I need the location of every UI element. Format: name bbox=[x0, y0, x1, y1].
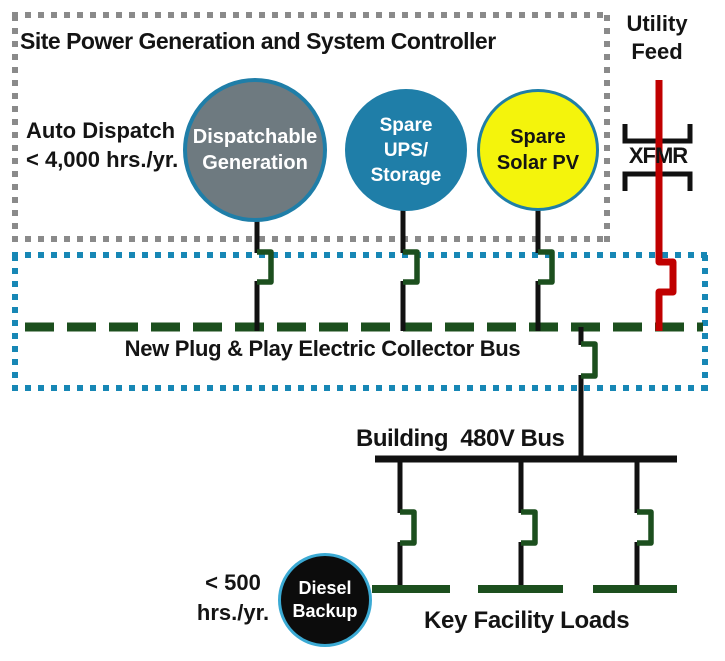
dispatchable-generation-node: Dispatchable Generation bbox=[183, 78, 327, 222]
spare-solar-pv-node: Spare Solar PV bbox=[477, 89, 599, 211]
spare-ups-storage-node: Spare UPS/ Storage bbox=[345, 89, 467, 211]
breaker-icon bbox=[400, 509, 417, 546]
breaker-icon bbox=[538, 249, 555, 285]
dispatchable-generation-label: Dispatchable Generation bbox=[192, 126, 318, 174]
spare-solar-pv-label: Spare Solar PV bbox=[496, 126, 580, 174]
diesel-backup-label: Diesel Backup bbox=[292, 578, 358, 621]
auto-dispatch-label: Auto Dispatch < 4,000 hrs./yr. bbox=[26, 118, 179, 172]
diesel-hours-label: < 500 hrs./yr. bbox=[196, 570, 270, 625]
collector-bus-dotted-box bbox=[12, 252, 708, 391]
key-facility-loads-label: Key Facility Loads bbox=[424, 607, 630, 634]
xfmr-label: XFMR bbox=[628, 143, 688, 168]
spare-ups-storage-label: Spare UPS/ Storage bbox=[370, 114, 442, 186]
diesel-backup-node: Diesel Backup bbox=[278, 553, 372, 647]
utility-feed-line bbox=[655, 80, 677, 331]
breaker-icon bbox=[521, 509, 538, 546]
breaker-icon bbox=[257, 249, 274, 285]
breaker-icon bbox=[637, 509, 654, 546]
collector-bus-label: New Plug & Play Electric Collector Bus bbox=[124, 336, 521, 361]
controller-title: Site Power Generation and System Control… bbox=[20, 28, 496, 54]
breaker-icon bbox=[403, 249, 420, 285]
building-bus-label: Building 480V Bus bbox=[356, 425, 565, 452]
utility-feed-label: Utility Feed bbox=[626, 11, 688, 64]
breaker-icon bbox=[581, 341, 598, 379]
